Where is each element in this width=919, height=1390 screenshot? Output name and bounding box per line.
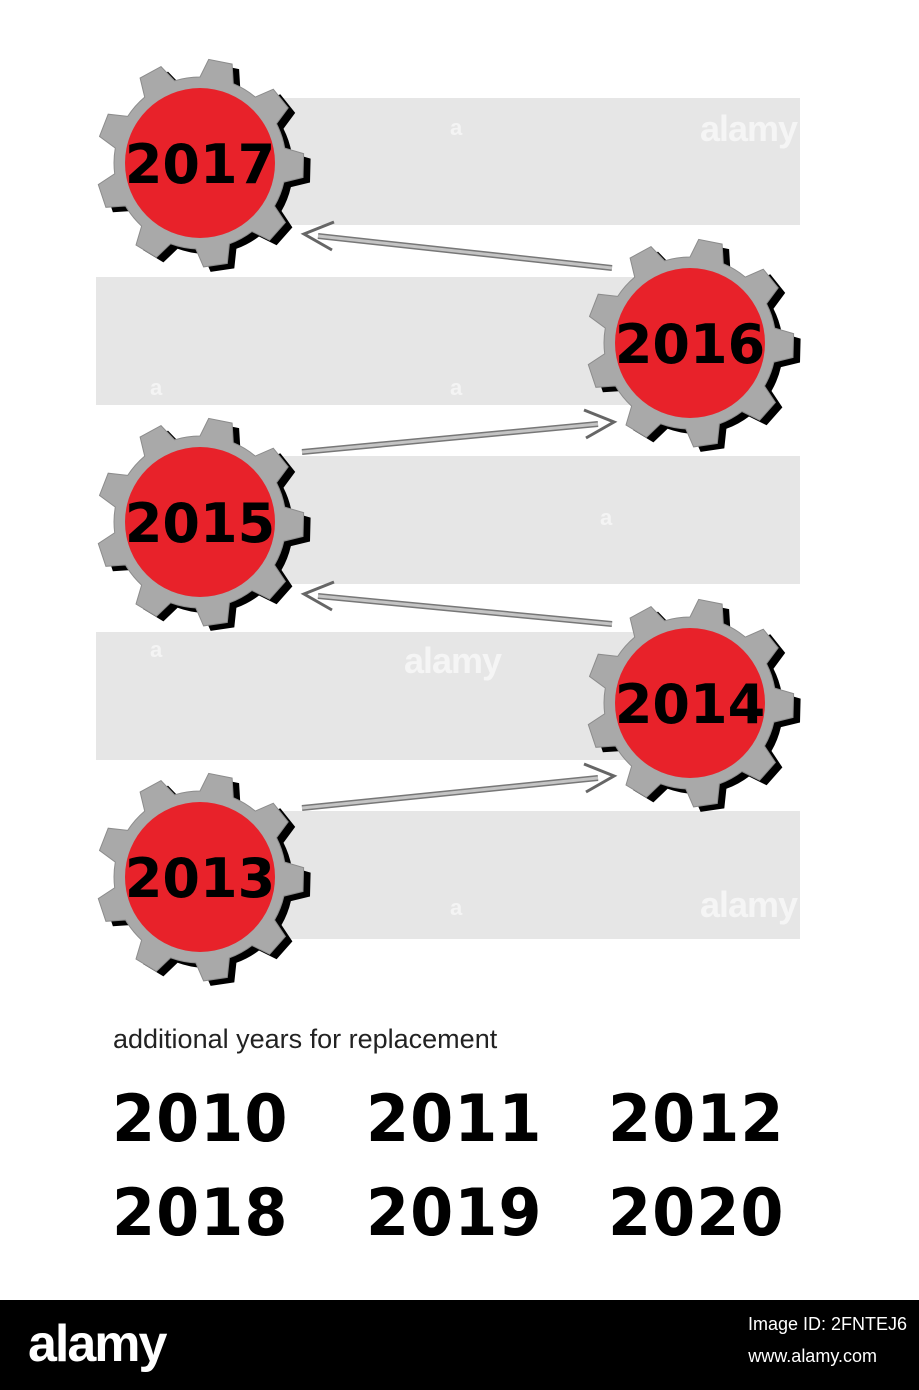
watermark: a: [450, 895, 463, 920]
gear-2013: 2013: [97, 772, 311, 986]
watermark: a: [450, 115, 463, 140]
year-disc: [125, 802, 275, 952]
gear-2014: 2014: [587, 598, 801, 812]
milestone-year: 2013: [125, 847, 275, 910]
milestone-year: 2016: [615, 313, 765, 376]
watermark: a: [150, 375, 163, 400]
timeline-band-2015: [250, 456, 800, 584]
year-disc: [125, 88, 275, 238]
timeline-diagram: 2017 2016 2015 2014 2013: [97, 58, 801, 986]
connector-arrow-2015-to-2016: [301, 408, 618, 455]
timeline-band-2014: [96, 632, 646, 760]
alamy-logo: alamy: [28, 1315, 167, 1373]
alt-year-2010: 2010: [112, 1080, 289, 1157]
watermark: alamy: [700, 884, 798, 925]
alt-year-2011: 2011: [366, 1080, 543, 1157]
subtitle: additional years for replacement: [113, 1024, 498, 1054]
watermark: a: [450, 375, 463, 400]
watermark: alamy: [404, 640, 502, 681]
timeline-band-2017: [250, 98, 800, 225]
gear-2015: 2015: [97, 417, 311, 631]
footer-bar: alamy Image ID: 2FNTEJ6 www.alamy.com: [0, 1300, 919, 1390]
year-disc: [615, 628, 765, 778]
watermark: a: [150, 637, 163, 662]
watermark: alamy: [700, 108, 798, 149]
watermark: a: [600, 505, 613, 530]
gear-2017: 2017: [97, 58, 311, 272]
alt-year-2020: 2020: [608, 1174, 785, 1251]
year-disc: [125, 447, 275, 597]
alt-year-2018: 2018: [112, 1174, 289, 1251]
milestone-year: 2017: [125, 133, 275, 196]
alt-year-2019: 2019: [366, 1174, 543, 1251]
website-url: www.alamy.com: [748, 1346, 877, 1366]
timeline-band-2016: [96, 277, 646, 405]
milestone-year: 2014: [615, 673, 765, 736]
alt-year-2012: 2012: [608, 1080, 785, 1157]
connector-arrow-2014-to-2015: [300, 580, 613, 627]
year-disc: [615, 268, 765, 418]
connector-arrow-2016-to-2017: [300, 220, 613, 271]
connector-arrow-2013-to-2014: [301, 762, 618, 811]
gear-2016: 2016: [587, 238, 801, 452]
image-id: Image ID: 2FNTEJ6: [748, 1314, 908, 1334]
milestone-year: 2015: [125, 492, 275, 555]
timeline-band-2013: [250, 811, 800, 939]
